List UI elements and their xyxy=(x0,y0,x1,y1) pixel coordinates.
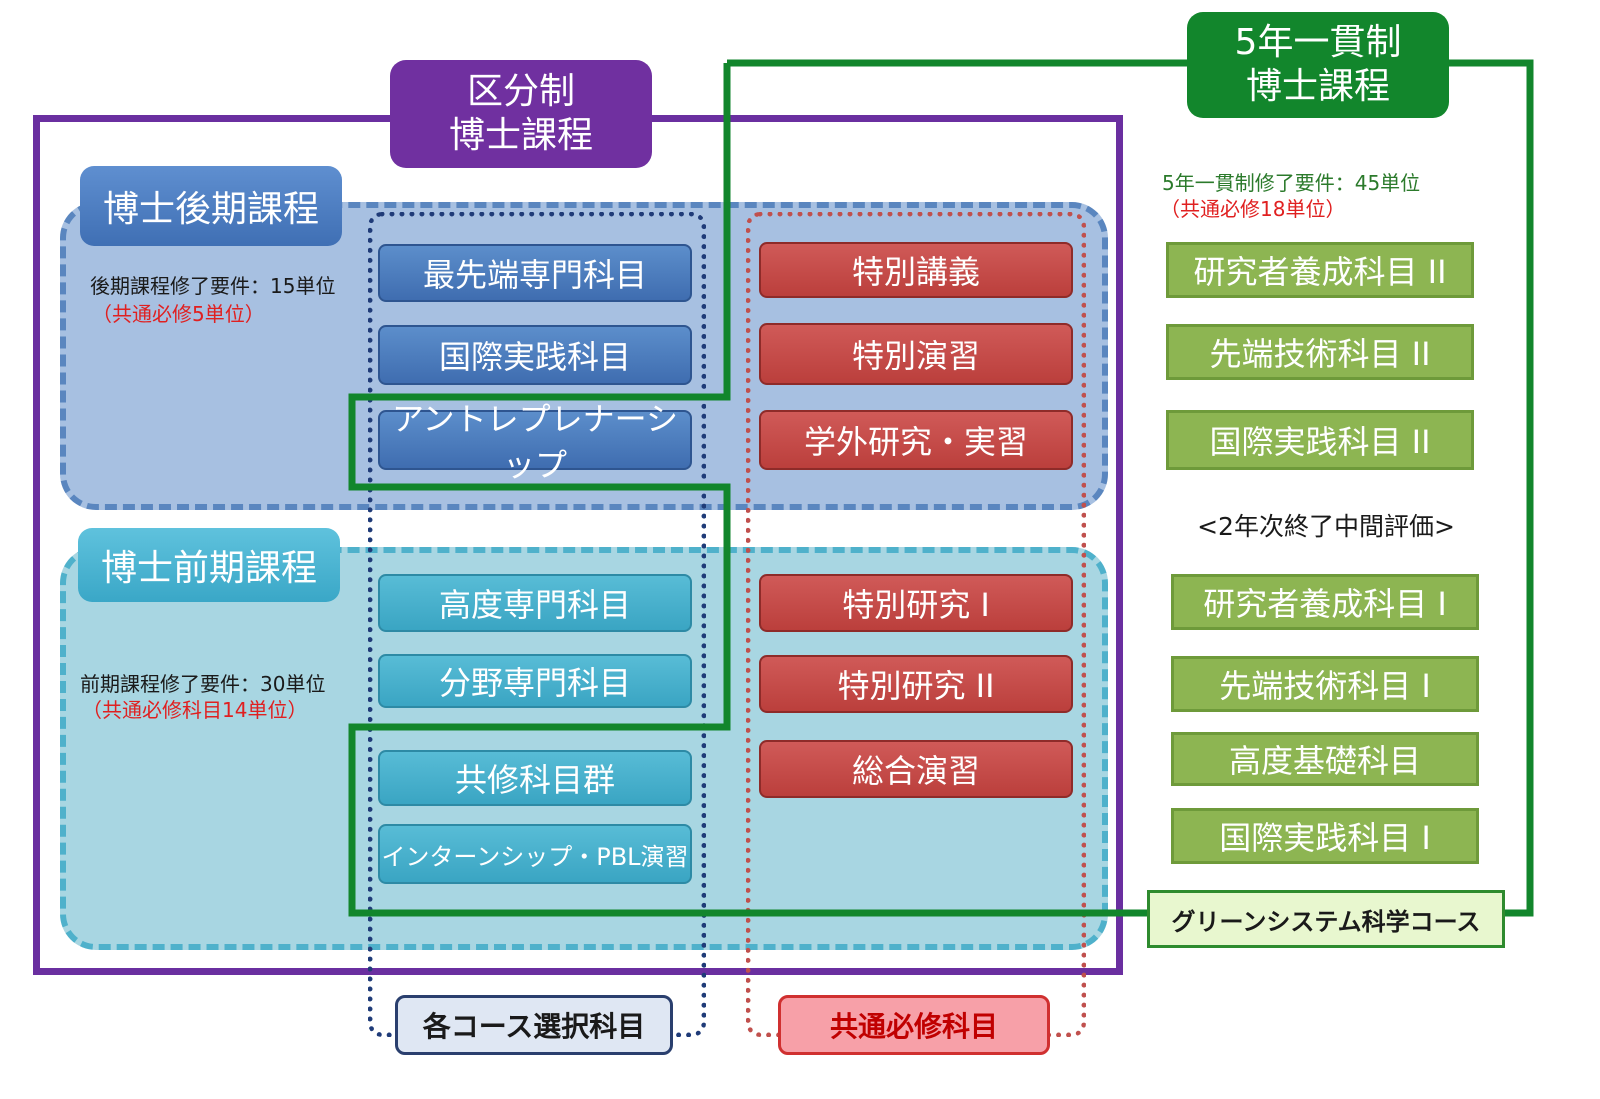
five-year-lower-course: 高度基礎科目 xyxy=(1171,732,1479,786)
course-label: アントレプレナーシップ xyxy=(391,400,679,484)
doctoral-later-title: 博士後期課程 xyxy=(102,189,319,230)
doctoral-later-tab: 博士後期課程 xyxy=(80,166,342,246)
five-year-lower-course: 国際実践科目 I xyxy=(1171,808,1479,864)
green-route-path xyxy=(348,59,1534,917)
required-column-label: 共通必修科目 xyxy=(778,995,1050,1055)
course-label: 先端技術科目 I xyxy=(1219,667,1431,705)
doctoral-early-title: 博士前期課程 xyxy=(100,548,317,589)
required-early-course: 特別研究 I xyxy=(759,574,1073,632)
course-label: 研究者養成科目 II xyxy=(1193,253,1447,291)
course-label: 最先端専門科目 xyxy=(422,256,647,294)
early-requirement: 前期課程修了要件：30単位 xyxy=(80,672,326,696)
green-system-course-label: グリーンシステム科学コース xyxy=(1147,890,1505,948)
midpoint-evaluation-text: <2年次終了中間評価> xyxy=(1197,512,1455,541)
five-year-common-requirement: （共通必修18単位） xyxy=(1160,197,1346,221)
required-early-course: 特別研究 II xyxy=(759,655,1073,713)
elective-early-course: インターンシップ・PBL演習 xyxy=(378,824,692,884)
course-label: 国際実践科目 I xyxy=(1219,819,1431,857)
early-common-requirement: （共通必修科目14単位） xyxy=(82,698,308,722)
course-label: 特別研究 I xyxy=(842,586,990,624)
required-column-label-text: 共通必修科目 xyxy=(829,1010,998,1043)
elective-later-course: 国際実践科目 xyxy=(378,325,692,385)
course-label: 共修科目群 xyxy=(454,761,615,799)
five-year-requirement: 5年一貫制修了要件：45単位 xyxy=(1162,171,1421,195)
elective-early-course: 高度専門科目 xyxy=(378,574,692,632)
five-year-lower-course: 先端技術科目 I xyxy=(1171,656,1479,712)
course-label: 特別演習 xyxy=(851,337,980,375)
required-later-course: 学外研究・実習 xyxy=(759,410,1073,470)
course-label: 特別講義 xyxy=(851,253,980,291)
course-label: 総合演習 xyxy=(851,752,980,790)
course-name-text: グリーンシステム科学コース xyxy=(1171,907,1481,936)
later-common-requirement: （共通必修5単位） xyxy=(92,302,265,326)
required-later-course: 特別演習 xyxy=(759,323,1073,385)
course-label: 研究者養成科目 I xyxy=(1203,585,1447,623)
course-label: 高度基礎科目 xyxy=(1228,742,1421,780)
five-year-tab-line2: 博士課程 xyxy=(1245,66,1390,107)
five-year-tab-line1: 5年一貫制 xyxy=(1234,22,1402,63)
kubun-tab-line1: 区分制 xyxy=(466,71,575,112)
required-early-course: 総合演習 xyxy=(759,740,1073,798)
required-later-course: 特別講義 xyxy=(759,242,1073,298)
course-label: 特別研究 II xyxy=(837,667,995,705)
elective-later-course: アントレプレナーシップ xyxy=(378,400,692,484)
course-label: 国際実践科目 II xyxy=(1209,423,1431,461)
course-label: 学外研究・実習 xyxy=(803,423,1028,461)
elective-column-label-text: 各コース選択科目 xyxy=(422,1010,646,1043)
elective-early-course: 分野専門科目 xyxy=(378,654,692,708)
elective-later-course: 最先端専門科目 xyxy=(378,244,692,302)
course-label: 分野専門科目 xyxy=(438,664,631,702)
five-year-upper-course: 国際実践科目 II xyxy=(1166,410,1474,470)
elective-early-course: 共修科目群 xyxy=(378,750,692,806)
course-label: 国際実践科目 xyxy=(438,338,631,376)
later-requirement: 後期課程修了要件：15単位 xyxy=(90,274,336,298)
five-year-upper-course: 研究者養成科目 II xyxy=(1166,242,1474,298)
doctoral-early-tab: 博士前期課程 xyxy=(78,528,340,602)
kubun-tab-line2: 博士課程 xyxy=(448,115,593,156)
course-label: 先端技術科目 II xyxy=(1209,335,1431,373)
five-year-lower-course: 研究者養成科目 I xyxy=(1171,574,1479,630)
course-label: インターンシップ・PBL演習 xyxy=(381,842,689,871)
elective-column-label: 各コース選択科目 xyxy=(395,995,673,1055)
midpoint-evaluation: <2年次終了中間評価> xyxy=(1166,505,1486,545)
course-label: 高度専門科目 xyxy=(438,586,631,624)
kubun-program-tab: 区分制 博士課程 xyxy=(390,60,652,168)
five-year-program-tab: 5年一貫制 博士課程 xyxy=(1187,12,1449,118)
five-year-upper-course: 先端技術科目 II xyxy=(1166,324,1474,380)
